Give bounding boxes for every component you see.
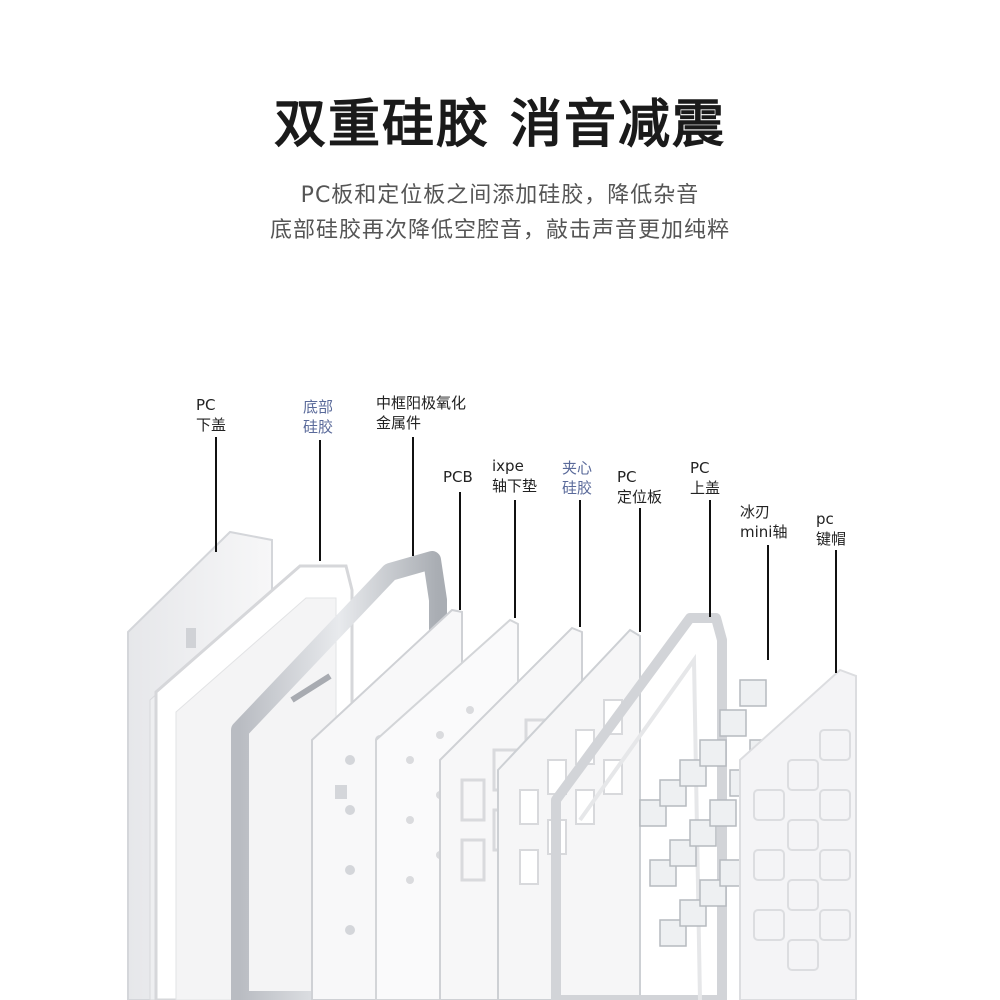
pc-top-case <box>551 613 727 1000</box>
label-metal-middle-frame: 中框阳极氧化金属件 <box>376 394 467 432</box>
headline: 双重硅胶 消音减震 <box>273 95 727 155</box>
subtitle-line-1: PC板和定位板之间添加硅胶，降低杂音 <box>300 183 700 208</box>
label-pcb: PCB <box>443 468 473 486</box>
metal-middle-frame <box>231 551 447 1000</box>
label-bottom-silicone: 底部硅胶 <box>303 398 334 436</box>
subtitle-line-2: 底部硅胶再次降低空腔音，敲击声音更加纯粹 <box>269 218 730 243</box>
pc-keycaps <box>739 668 857 1000</box>
label-sandwich-silicone: 夹心硅胶 <box>562 459 593 497</box>
